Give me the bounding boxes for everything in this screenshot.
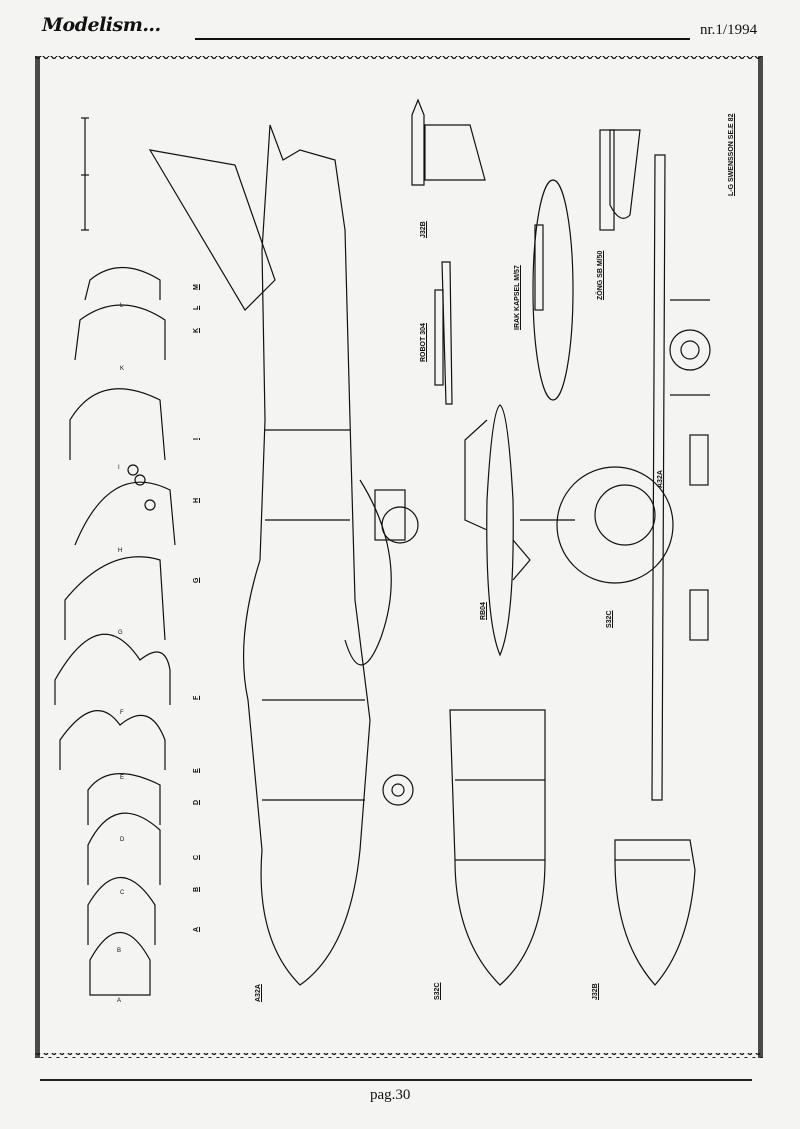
nose-view-j32b xyxy=(614,839,696,986)
section-label: C xyxy=(120,890,125,896)
station-label: I xyxy=(193,438,200,440)
section-label: I xyxy=(118,465,120,471)
magazine-logo: Modelism... xyxy=(42,14,161,36)
decorative-border xyxy=(35,56,763,1058)
section-label: K xyxy=(120,366,125,372)
page-number: pag.30 xyxy=(370,1087,411,1103)
station-label: B xyxy=(193,886,200,892)
external-stores xyxy=(411,98,641,405)
rb04-missile xyxy=(464,404,531,657)
section-label: G xyxy=(118,630,123,636)
station-label: G xyxy=(193,577,200,583)
section-label: B xyxy=(117,948,122,954)
cross-sections xyxy=(54,267,176,996)
front-view-a32a xyxy=(520,154,711,801)
store-label: J32B xyxy=(420,221,427,238)
station-label: A xyxy=(193,926,200,932)
station-label: L xyxy=(193,305,200,310)
header-rule xyxy=(195,38,690,40)
store-label: ZÖNG SB M/50 xyxy=(597,250,604,300)
section-label: H xyxy=(118,548,123,554)
footer-rule xyxy=(40,1079,752,1081)
nose-view-s32c xyxy=(449,709,546,986)
station-label: C xyxy=(193,854,200,860)
issue-number: nr.1/1994 xyxy=(700,22,758,38)
scale-bar xyxy=(81,117,89,231)
station-label: E xyxy=(193,768,200,773)
view-label: S32C xyxy=(606,610,613,628)
store-label: ROBOT 304 xyxy=(420,323,427,362)
station-label: M xyxy=(193,284,200,290)
view-label: A32A xyxy=(657,470,664,488)
station-label: H xyxy=(193,497,200,503)
section-label: D xyxy=(120,837,125,843)
view-label: S32C xyxy=(434,982,441,1000)
view-label: RB04 xyxy=(480,602,487,620)
view-label: J32B xyxy=(592,983,599,1000)
view-label: A32A xyxy=(255,984,262,1002)
section-label: E xyxy=(120,775,125,781)
station-label: D xyxy=(193,799,200,805)
section-label: F xyxy=(120,710,124,716)
drawing-credit: L-G SWENSSON SE.E 82 xyxy=(728,113,735,196)
section-label: A xyxy=(117,998,122,1004)
station-label: K xyxy=(193,327,200,333)
section-label: L xyxy=(120,303,124,309)
station-label: F xyxy=(193,695,200,700)
store-label: IRAK KAPSEL M/57 xyxy=(514,265,521,330)
side-view-a32a xyxy=(148,124,419,986)
